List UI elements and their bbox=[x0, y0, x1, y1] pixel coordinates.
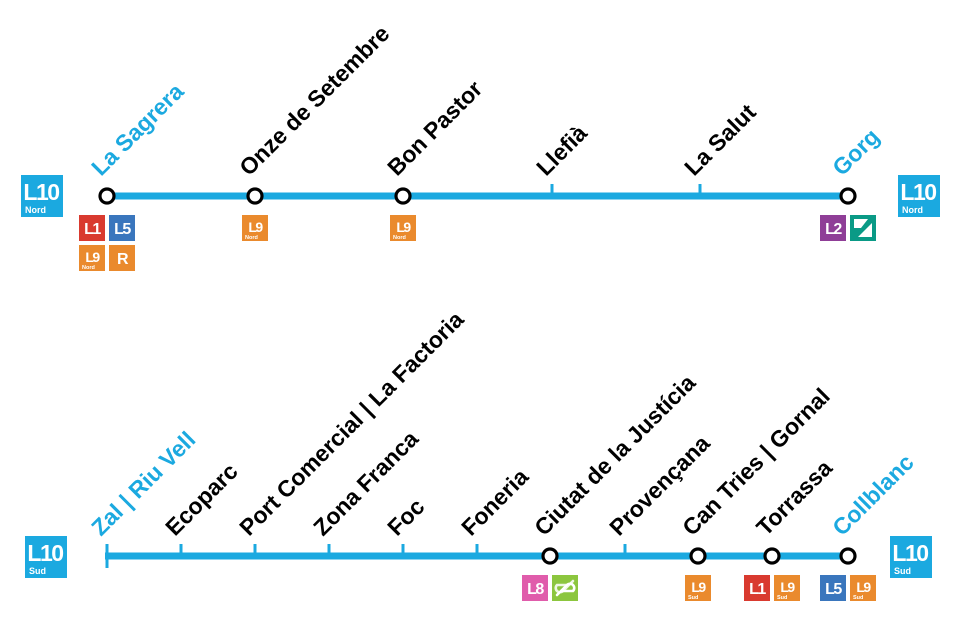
terminal-badge-line: L10 bbox=[892, 540, 928, 566]
connection-badge-l2: L2 bbox=[820, 215, 846, 241]
connection-label: L5 bbox=[114, 221, 131, 238]
connection-label: L1 bbox=[84, 221, 101, 238]
connection-label: L9 bbox=[856, 579, 871, 595]
station-name-bon-pastor: Bon Pastor bbox=[382, 75, 487, 180]
connection-label: L9 bbox=[85, 249, 100, 265]
connection-badge-l8: L8 bbox=[522, 575, 548, 601]
connection-label: L9 bbox=[780, 579, 795, 595]
terminal-badge-line: L10 bbox=[23, 179, 59, 205]
station-marker-la-sagrera bbox=[98, 187, 116, 205]
station-marker-can-tries-gornal bbox=[689, 547, 707, 565]
connection-label: L9 bbox=[248, 219, 263, 235]
station-name-collblanc: Collblanc bbox=[827, 449, 919, 541]
connection-label: L5 bbox=[825, 581, 842, 598]
connection-badge-r: R bbox=[109, 245, 135, 271]
station-marker-torrassa bbox=[763, 547, 781, 565]
connection-sub: Nord bbox=[82, 265, 95, 271]
terminal-badge-sub: Sud bbox=[894, 566, 911, 576]
station-name-llefia: Llefià bbox=[531, 120, 592, 181]
connection-badge-l1: L1 bbox=[744, 575, 770, 601]
connection-sub: Sud bbox=[853, 595, 863, 601]
connection-sub: Sud bbox=[688, 595, 698, 601]
station-marker-collblanc bbox=[839, 547, 857, 565]
station-name-foc: Foc bbox=[382, 493, 429, 540]
terminal-badge-sub: Nord bbox=[902, 205, 923, 215]
station-name-foneria: Foneria bbox=[456, 463, 533, 540]
station-name-gorg: Gorg bbox=[827, 123, 884, 180]
terminal-badge-sub: Nord bbox=[25, 205, 46, 215]
connection-badge-l1: L1 bbox=[79, 215, 105, 241]
station-name-la-salut: La Salut bbox=[679, 99, 761, 181]
connection-label: L8 bbox=[527, 581, 544, 598]
connection-badge-l5: L5 bbox=[109, 215, 135, 241]
station-marker-onze-de-setembre bbox=[246, 187, 264, 205]
connection-label: L9 bbox=[396, 219, 411, 235]
terminal-badge-line: L10 bbox=[27, 540, 63, 566]
station-marker-gorg bbox=[839, 187, 857, 205]
connection-sub: Sud bbox=[777, 595, 787, 601]
terminal-badge-sub: Sud bbox=[29, 566, 46, 576]
station-marker-bon-pastor bbox=[394, 187, 412, 205]
connection-sub: Nord bbox=[393, 235, 406, 241]
station-name-la-sagrera: La Sagrera bbox=[86, 78, 189, 181]
funicular-icon bbox=[552, 575, 578, 601]
connection-label: L2 bbox=[825, 221, 842, 238]
terminal-badge-line: L10 bbox=[900, 179, 936, 205]
station-name-onze-de-setembre: Onze de Setembre bbox=[234, 20, 394, 180]
connection-label: L1 bbox=[749, 581, 766, 598]
connection-label: L9 bbox=[691, 579, 706, 595]
station-marker-ciutat-de-la-justicia bbox=[541, 547, 559, 565]
connection-badge-l5: L5 bbox=[820, 575, 846, 601]
connection-sub: Nord bbox=[245, 235, 258, 241]
tram-icon bbox=[850, 215, 876, 241]
